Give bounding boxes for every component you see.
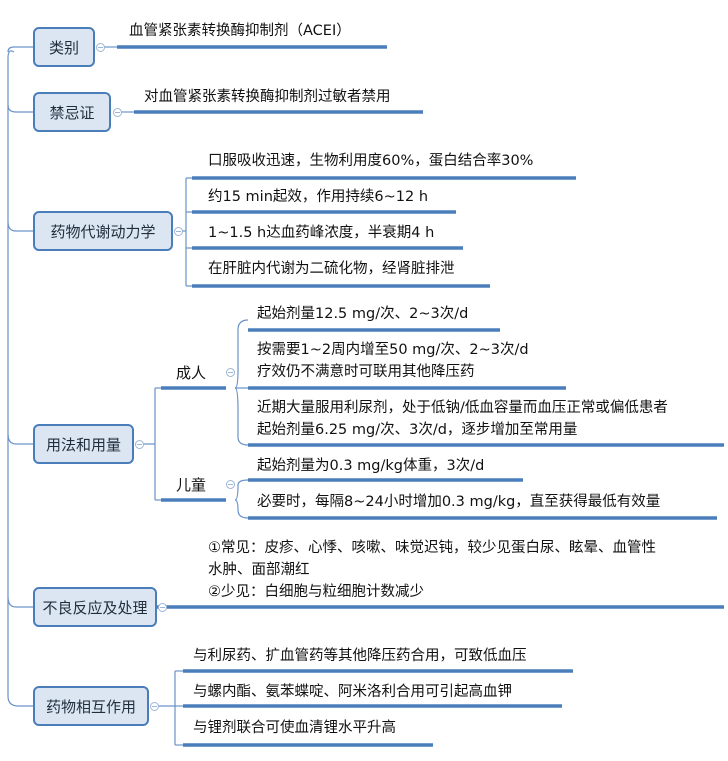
collapse-toggle-icon[interactable] xyxy=(135,440,144,449)
pharmacokinetics-leaf: 约15 min起效，作用持续6~12 h xyxy=(208,189,429,205)
collapse-toggle-icon[interactable] xyxy=(226,368,235,377)
collapse-toggle-icon[interactable] xyxy=(96,43,105,52)
adult-dosage-leaf: 起始剂量12.5 mg/次、2~3次/d xyxy=(257,306,469,322)
adult-dosage-leaf: 起始剂量6.25 mg/次、3次/d，逐步增加至常用量 xyxy=(257,422,578,438)
child-dosage-leaf: 必要时，每隔8~24小时增加0.3 mg/kg，直至获得最低有效量 xyxy=(257,494,661,510)
collapse-toggle-icon[interactable] xyxy=(113,108,122,117)
adult-subnode[interactable]: 成人 xyxy=(176,364,207,382)
collapse-toggle-icon[interactable] xyxy=(174,227,183,236)
adverse-reaction-leaf: ②少见：白细胞与粒细胞计数减少 xyxy=(208,584,424,600)
branch-pharmacokinetics-node[interactable]: 药物代谢动力学 xyxy=(33,211,173,251)
adult-dosage-leaf: 按需要1~2周内增至50 mg/次、2~3次/d xyxy=(257,342,529,358)
category-leaf: 血管紧张素转换酶抑制剂（ACEI） xyxy=(129,23,351,39)
pharmacokinetics-leaf: 在肝脏内代谢为二硫化物，经肾脏排泄 xyxy=(208,261,455,277)
interaction-leaf: 与螺内酯、氨苯蝶啶、阿米洛利合用可引起高血钾 xyxy=(193,684,512,700)
branch-adverse-reactions-node[interactable]: 不良反应及处理 xyxy=(33,587,157,627)
interaction-leaf: 与锂剂联合可使血清锂水平升高 xyxy=(193,720,396,736)
contraindication-leaf: 对血管紧张素转换酶抑制剂过敏者禁用 xyxy=(144,89,391,105)
interaction-leaf: 与利尿药、扩血管药等其他降压药合用，可致低血压 xyxy=(193,648,527,664)
pharmacokinetics-leaf: 口服吸收迅速，生物利用度60%，蛋白结合率30% xyxy=(208,153,534,169)
child-dosage-leaf: 起始剂量为0.3 mg/kg体重，3次/d xyxy=(257,458,485,474)
collapse-toggle-icon[interactable] xyxy=(226,480,235,489)
collapse-toggle-icon[interactable] xyxy=(158,603,167,612)
branch-dosage-node[interactable]: 用法和用量 xyxy=(33,424,134,464)
branch-category-node[interactable]: 类别 xyxy=(33,27,95,67)
adverse-reaction-leaf: 水肿、面部潮红 xyxy=(208,562,310,578)
child-subnode[interactable]: 儿童 xyxy=(176,476,207,494)
branch-interactions-node[interactable]: 药物相互作用 xyxy=(33,686,149,726)
collapse-toggle-icon[interactable] xyxy=(150,702,159,711)
adult-dosage-leaf: 疗效仍不满意时可联用其他降压药 xyxy=(257,364,475,380)
pharmacokinetics-leaf: 1~1.5 h达血药峰浓度，半衰期4 h xyxy=(208,225,435,241)
adverse-reaction-leaf: ①常见：皮疹、心悸、咳嗽、味觉迟钝，较少见蛋白尿、眩晕、血管性 xyxy=(208,540,656,556)
branch-contraindication-node[interactable]: 禁忌证 xyxy=(33,92,111,132)
adult-dosage-leaf: 近期大量服用利尿剂，处于低钠/低血容量而血压正常或偏低患者 xyxy=(257,400,668,416)
